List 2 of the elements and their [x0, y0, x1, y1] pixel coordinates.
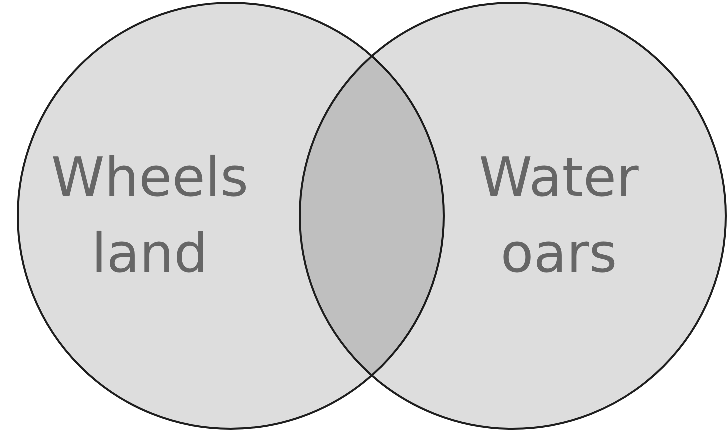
set-label: Water oars — [478, 145, 640, 287]
set-label: Wheels land — [50, 145, 250, 287]
